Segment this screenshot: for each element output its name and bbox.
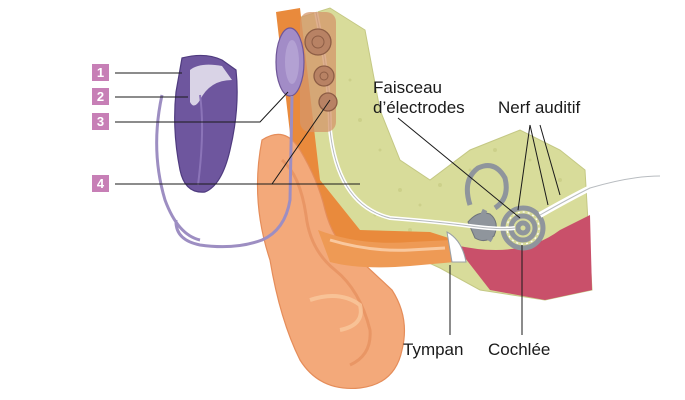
cochlea-electrode-dots	[506, 211, 540, 245]
cochlea-label: Cochlée	[488, 340, 551, 359]
electrode-bundle-label-line2: d’électrodes	[373, 98, 465, 117]
carotid-vessel	[455, 215, 592, 300]
lobe-highlight	[309, 294, 363, 332]
leader-lines	[115, 72, 561, 335]
processor-cable	[174, 95, 294, 249]
marker-4-badge: 4	[92, 175, 109, 192]
marker-3-badge: 3	[92, 113, 109, 130]
eardrum-shape	[446, 231, 467, 263]
electrode-bundle-label-line1: Faisceau	[373, 78, 442, 97]
implanted-receiver	[300, 12, 338, 132]
ear-fold	[280, 158, 372, 367]
ear-canal-light	[329, 238, 446, 252]
auditory-nerve-label: Nerf auditif	[498, 98, 581, 117]
marker-2-badge: 2	[92, 88, 109, 105]
eardrum-label: Tympan	[403, 340, 464, 359]
marker-1-badge: 1	[92, 64, 109, 81]
